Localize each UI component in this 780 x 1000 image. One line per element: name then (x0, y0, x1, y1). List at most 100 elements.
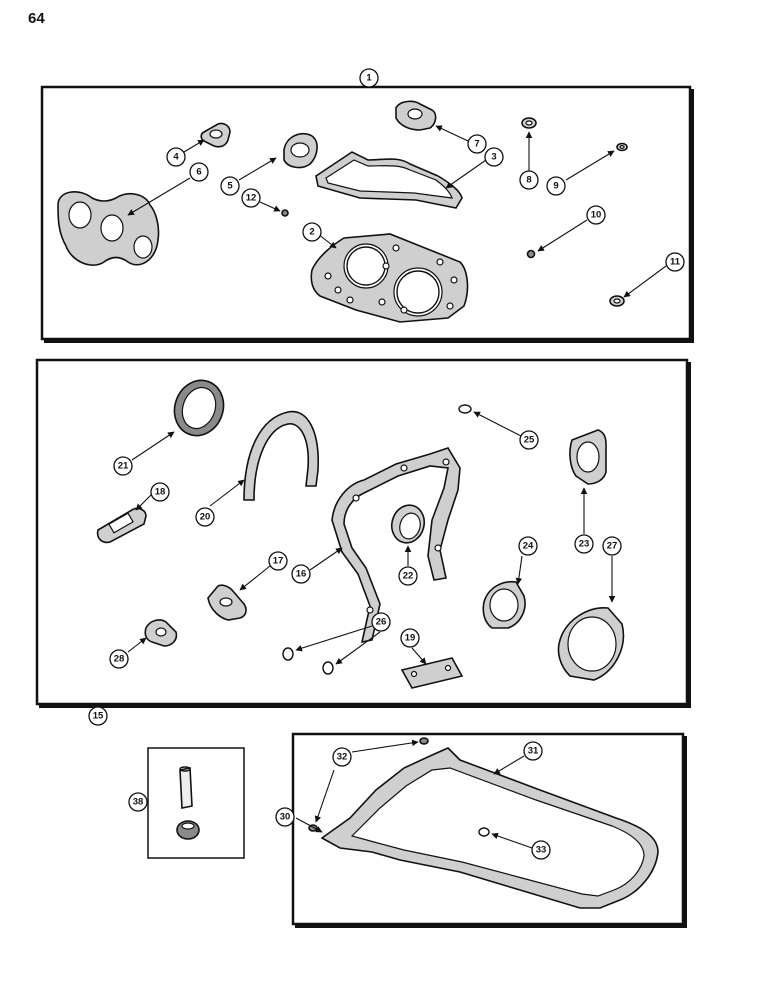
callout-4: 4 (166, 147, 186, 167)
svg-text:18: 18 (155, 487, 166, 498)
panel-kit-30 (291, 732, 687, 928)
part-32-gasket-tab-a (419, 737, 429, 745)
part-17-flange-gasket (207, 584, 247, 621)
leader-10 (537, 219, 588, 252)
leader-12 (259, 201, 281, 212)
svg-text:12: 12 (246, 193, 257, 204)
leader-20 (209, 479, 245, 507)
page-number: 64 (28, 10, 45, 27)
svg-text:38: 38 (133, 797, 144, 808)
svg-text:25: 25 (524, 435, 535, 446)
leader-17 (239, 565, 271, 591)
leader-9 (565, 150, 615, 181)
callout-28: 28 (109, 649, 129, 669)
callout-2: 2 (302, 222, 322, 242)
callout-22: 22 (398, 566, 418, 586)
callout-11: 11 (665, 252, 685, 272)
svg-text:3: 3 (491, 152, 496, 163)
svg-text:22: 22 (403, 571, 414, 582)
callout-33: 33 (531, 840, 551, 860)
part-5-oval-gasket (283, 132, 318, 169)
svg-text:4: 4 (173, 152, 179, 163)
part-33-o-ring (478, 827, 490, 837)
part-18-flange-gasket (96, 507, 147, 544)
leader-30 (295, 817, 323, 833)
leader-32b (314, 769, 335, 823)
svg-text:1: 1 (366, 73, 372, 84)
svg-text:17: 17 (273, 556, 284, 567)
leader-16 (309, 547, 343, 571)
callout-16: 16 (291, 564, 311, 584)
part-16-timing-cover-gasket (331, 447, 461, 644)
svg-text:5: 5 (227, 181, 233, 192)
leader-3 (445, 159, 487, 189)
callout-15: 15 (88, 706, 108, 726)
callout-30: 30 (275, 807, 295, 827)
svg-text:10: 10 (591, 210, 602, 221)
leader-31 (493, 755, 525, 775)
callout-7: 7 (467, 134, 487, 154)
part-8-washer (521, 117, 537, 129)
callout-32: 32 (332, 747, 352, 767)
part-2-head-gasket (310, 233, 469, 323)
part-26-o-ring-b (322, 661, 334, 675)
leader-28 (127, 637, 147, 653)
svg-text:2: 2 (309, 227, 314, 238)
callout-17: 17 (268, 551, 288, 571)
callout-1: 1 (359, 68, 379, 88)
svg-text:32: 32 (337, 752, 348, 763)
leader-11 (623, 265, 667, 298)
svg-text:16: 16 (296, 569, 307, 580)
callout-38: 38 (128, 792, 148, 812)
callout-23: 23 (574, 534, 594, 554)
part-7-flange-gasket (395, 100, 437, 131)
callout-31: 31 (523, 741, 543, 761)
part-27-round-gasket (557, 607, 625, 681)
callout-12: 12 (241, 188, 261, 208)
svg-text:21: 21 (118, 461, 129, 472)
callout-24: 24 (518, 536, 538, 556)
part-12-small-ring (281, 209, 289, 217)
leader-32a (351, 739, 419, 753)
leader-26a (295, 625, 373, 652)
leader-26b (335, 631, 381, 665)
part-11-washer (609, 295, 625, 307)
callout-6: 6 (189, 162, 209, 182)
callout-8: 8 (519, 170, 539, 190)
panel-kit-38 (147, 747, 245, 859)
part-20-seal-retainer-gasket (243, 410, 319, 501)
callout-26: 26 (371, 612, 391, 632)
callout-27: 27 (602, 536, 622, 556)
leader-2 (317, 233, 337, 249)
part-31-oil-pan-gasket (320, 747, 659, 909)
svg-text:28: 28 (114, 654, 125, 665)
part-23-water-pump-gasket (569, 429, 607, 485)
part-10-small-seal (526, 249, 536, 259)
callout-19: 19 (400, 628, 420, 648)
leader-4 (183, 139, 205, 153)
svg-text:24: 24 (523, 541, 534, 552)
panel-kit-15 (35, 358, 691, 708)
part-25-o-ring (458, 404, 472, 414)
callout-5: 5 (220, 176, 240, 196)
callout-9: 9 (546, 176, 566, 196)
leader-5 (238, 157, 277, 181)
svg-text:30: 30 (280, 812, 291, 823)
svg-text:15: 15 (93, 711, 104, 722)
svg-text:7: 7 (474, 139, 479, 150)
callout-10: 10 (586, 205, 606, 225)
callout-18: 18 (150, 482, 170, 502)
leader-24 (515, 555, 523, 585)
svg-text:20: 20 (200, 512, 211, 523)
part-22-front-seal (390, 504, 426, 544)
leader-33 (491, 832, 533, 849)
svg-text:8: 8 (526, 175, 531, 186)
callout-25: 25 (519, 430, 539, 450)
part-4-flange-gasket (200, 122, 231, 148)
svg-text:11: 11 (670, 257, 681, 268)
svg-text:33: 33 (536, 845, 547, 856)
part-24-round-gasket (482, 580, 526, 629)
part-28-flange-gasket (144, 619, 178, 647)
part-3-rocker-cover-gasket (315, 151, 463, 209)
